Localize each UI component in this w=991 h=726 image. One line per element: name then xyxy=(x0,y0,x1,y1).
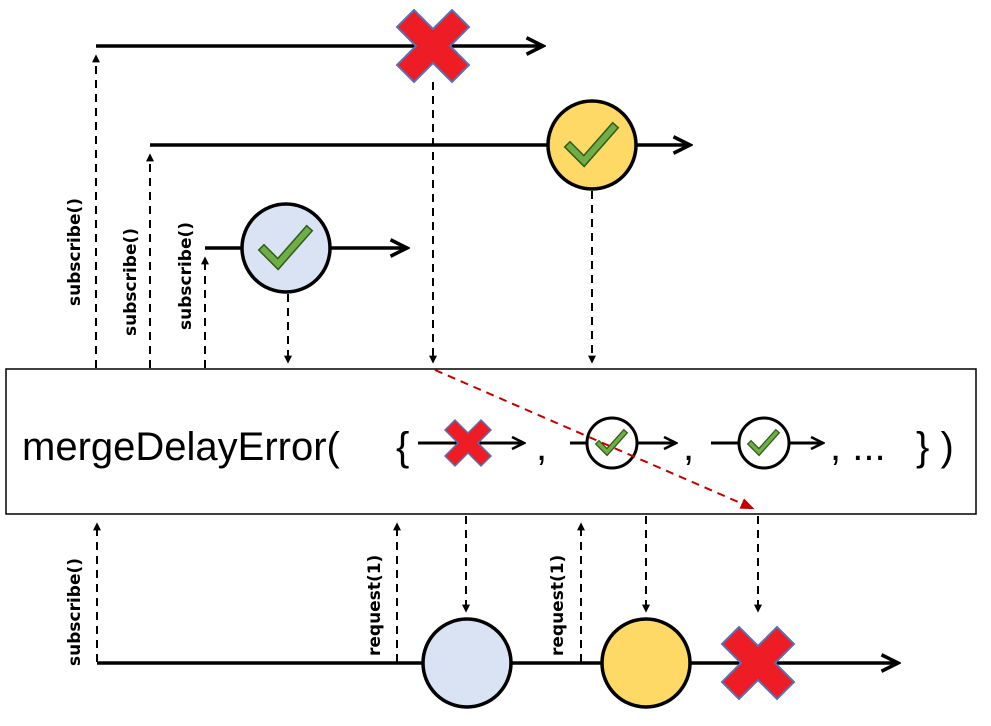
operator-ellipsis: , ... xyxy=(830,425,886,469)
operator-name: mergeDelayError( xyxy=(22,425,341,469)
subscribe-arrows xyxy=(92,54,209,368)
subscribe-label-3: subscribe() xyxy=(176,222,196,330)
subscribe-label-1: subscribe() xyxy=(65,198,85,306)
mini-source-complete-1 xyxy=(570,416,676,470)
source-2-complete-marble xyxy=(546,99,638,191)
delayed-error-arrow xyxy=(434,369,755,510)
output-emission-arrows xyxy=(462,516,762,613)
separator-1: , xyxy=(536,425,547,469)
output-item-yellow xyxy=(600,617,692,709)
operator-close: } ) xyxy=(916,425,954,469)
mini-error-icon xyxy=(443,418,493,468)
mini-source-error xyxy=(418,418,524,468)
source-1-error-icon xyxy=(395,8,471,84)
request-label-1: request(1) xyxy=(365,555,385,656)
output-subscribe-request-arrows xyxy=(93,522,585,662)
output-error-icon xyxy=(720,625,796,701)
mini-source-complete-2 xyxy=(711,416,823,470)
emission-arrows xyxy=(284,82,596,364)
subscribe-label-output: subscribe() xyxy=(65,558,85,666)
request-label-2: request(1) xyxy=(548,555,568,656)
subscribe-label-2: subscribe() xyxy=(121,228,141,336)
operator-open-brace: { xyxy=(396,425,409,469)
separator-2: , xyxy=(683,425,694,469)
output-item-blue xyxy=(421,617,513,709)
operator-box: mergeDelayError( { , , , ... } ) xyxy=(5,368,977,515)
source-3-complete-marble xyxy=(240,202,332,294)
